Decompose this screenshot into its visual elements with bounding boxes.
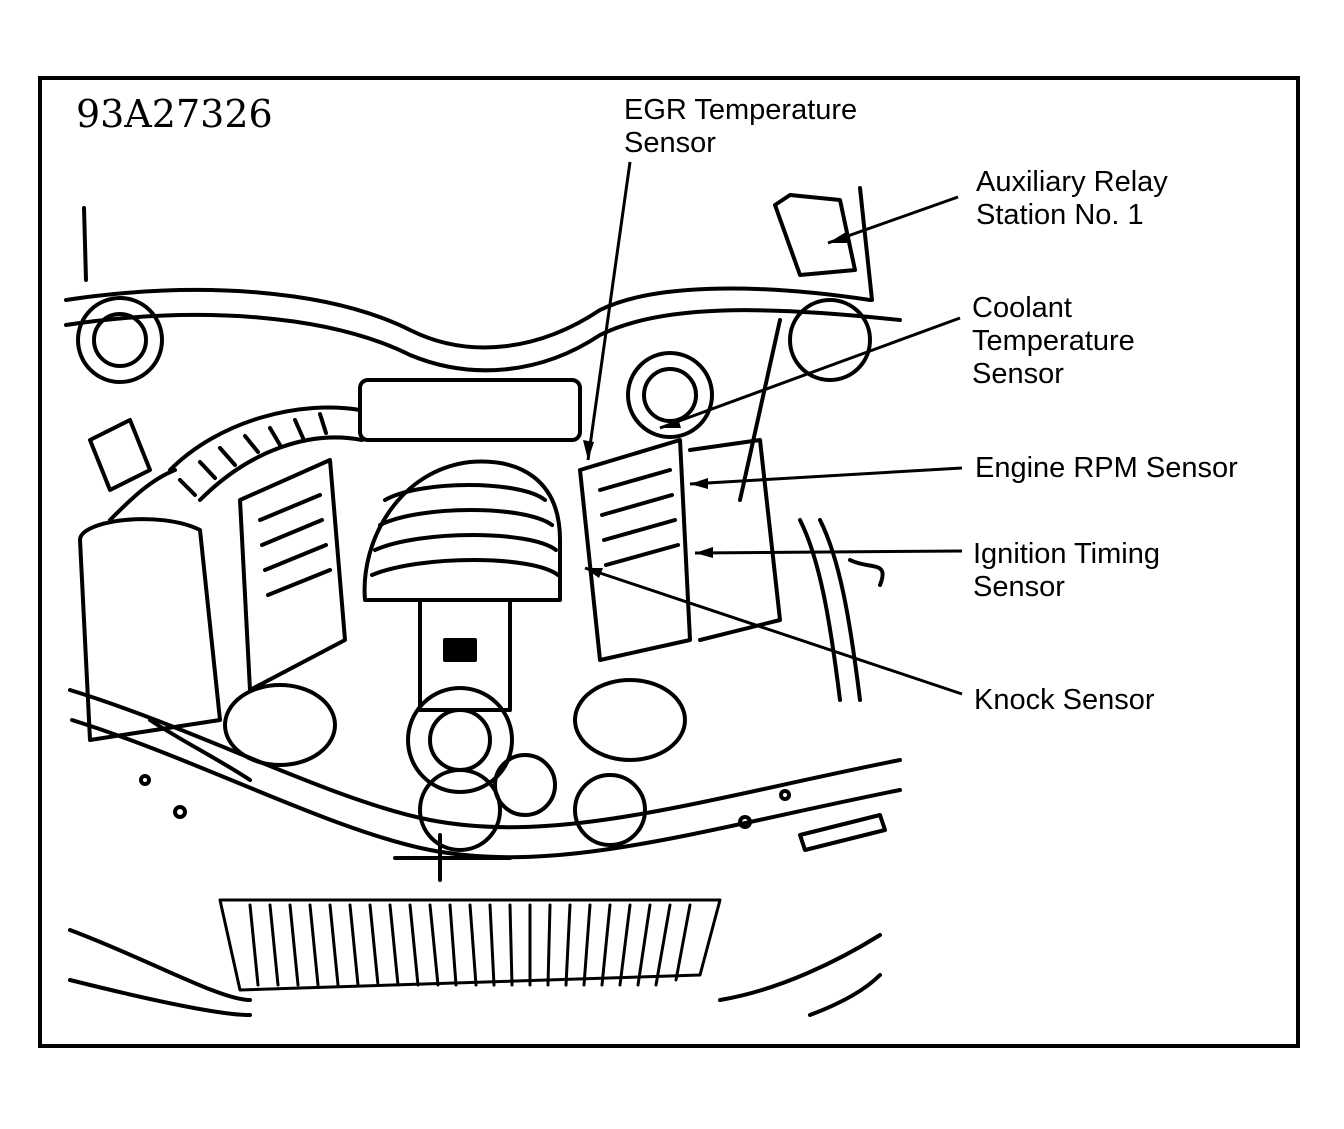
right-cylinder-head [578, 438, 692, 662]
coolant-temperature-sensor-label: Coolant Temperature Sensor [972, 292, 1135, 390]
auxiliary-relay-station-label: Auxiliary Relay Station No. 1 [976, 166, 1168, 231]
left-cylinder-head [238, 458, 347, 692]
right-strut-tower [626, 351, 714, 439]
knock-sensor-label: Knock Sensor [974, 684, 1155, 716]
rpm-leader [689, 466, 963, 486]
coolant-leader [659, 316, 961, 430]
grille [218, 898, 722, 992]
egr-leader [586, 161, 632, 461]
figure-frame [38, 76, 1300, 1048]
cowl-line [64, 286, 872, 350]
figure-id: 93A27326 [76, 92, 273, 136]
engine-rpm-sensor-label: Engine RPM Sensor [975, 452, 1238, 484]
ignition-timing-sensor-label: Ignition Timing Sensor [973, 538, 1160, 603]
cowl-lower-line [64, 308, 902, 373]
ignition-leader [694, 549, 963, 555]
intake-manifold [362, 459, 562, 602]
knock-leader [584, 566, 963, 696]
radiator-support [68, 688, 902, 830]
egr-temperature-sensor-label: EGR Temperature Sensor [624, 94, 858, 159]
aux-relay-leader [827, 195, 959, 245]
crankshaft-pulley [406, 686, 514, 794]
left-reservoir [78, 517, 222, 742]
left-strut-tower [76, 296, 164, 384]
air-cleaner-box [358, 378, 582, 442]
